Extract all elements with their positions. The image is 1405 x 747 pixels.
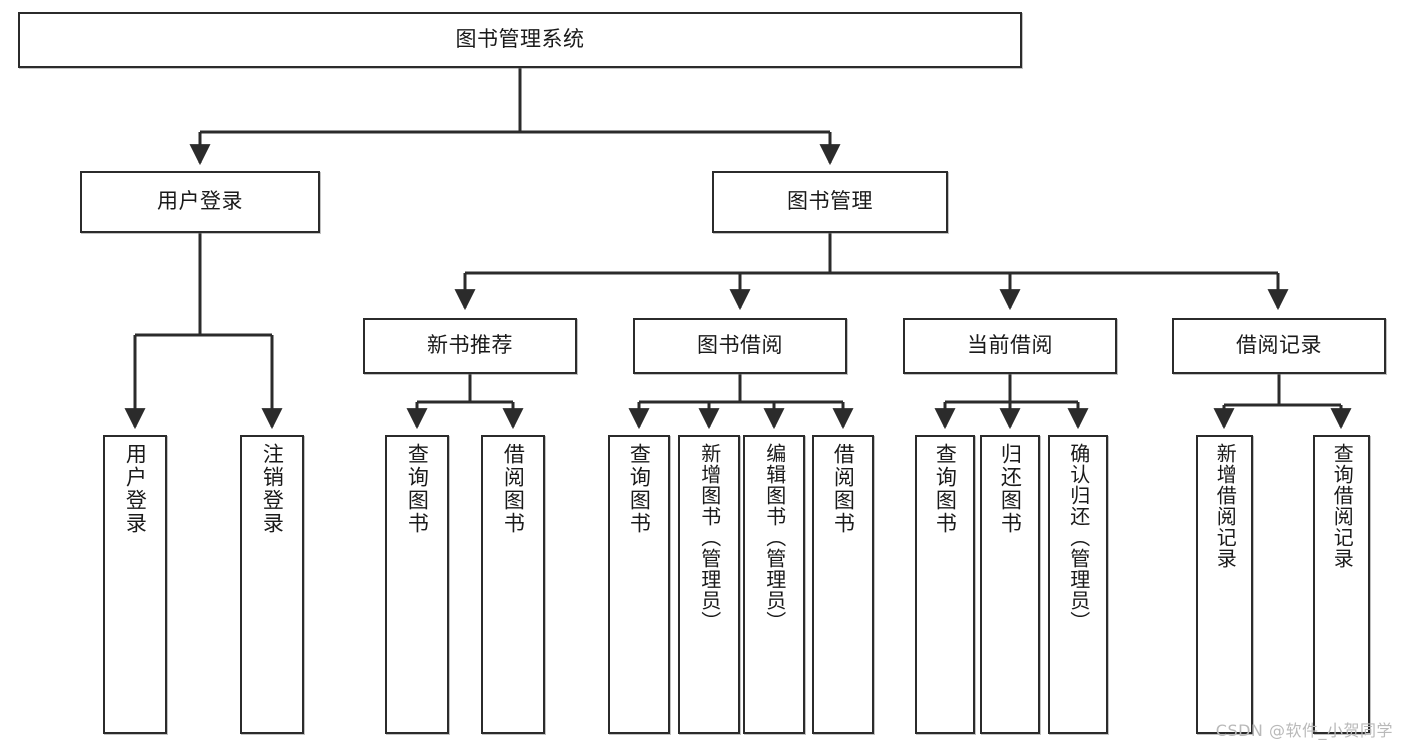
node-new-book-recommend[interactable]: 新书推荐	[363, 318, 577, 374]
leaf-user-login-signin[interactable]: 用户登录	[103, 435, 167, 734]
node-label: 注销登录	[260, 443, 285, 535]
csdn-watermark: CSDN @软件_小贺同学	[1215, 721, 1393, 740]
node-label: 借阅图书	[501, 443, 526, 535]
node-label: 查询图书	[405, 443, 430, 535]
node-borrow-record[interactable]: 借阅记录	[1172, 318, 1386, 374]
leaf-recommend-query-book[interactable]: 查询图书	[385, 435, 449, 734]
node-label: 查询图书	[627, 443, 652, 535]
leaf-current-query-book[interactable]: 查询图书	[915, 435, 975, 734]
leaf-borrow-add-book-admin[interactable]: 新增图书（管理员）	[678, 435, 740, 734]
node-root-system[interactable]: 图书管理系统	[18, 12, 1022, 68]
node-label: 查询借阅记录	[1330, 443, 1355, 569]
leaf-record-add-record[interactable]: 新增借阅记录	[1196, 435, 1253, 734]
node-label: 查询图书	[933, 443, 958, 535]
leaf-current-return-book[interactable]: 归还图书	[980, 435, 1040, 734]
leaf-user-login-logout[interactable]: 注销登录	[240, 435, 304, 734]
node-label: 图书管理	[787, 189, 873, 214]
leaf-borrow-edit-book-admin[interactable]: 编辑图书（管理员）	[743, 435, 805, 734]
node-user-login[interactable]: 用户登录	[80, 171, 320, 233]
node-book-borrow[interactable]: 图书借阅	[633, 318, 847, 374]
node-label: 新增借阅记录	[1213, 443, 1238, 569]
leaf-recommend-borrow-book[interactable]: 借阅图书	[481, 435, 545, 734]
node-label: 借阅图书	[831, 443, 856, 535]
node-current-borrow[interactable]: 当前借阅	[903, 318, 1117, 374]
leaf-current-confirm-return-admin[interactable]: 确认归还（管理员）	[1048, 435, 1108, 734]
node-label: 借阅记录	[1236, 333, 1322, 358]
node-label: 当前借阅	[967, 333, 1053, 358]
leaf-record-query-record[interactable]: 查询借阅记录	[1313, 435, 1370, 734]
leaf-borrow-borrow-book[interactable]: 借阅图书	[812, 435, 874, 734]
node-label: 用户登录	[157, 189, 243, 214]
node-label: 编辑图书（管理员）	[762, 443, 787, 632]
node-label: 归还图书	[998, 443, 1023, 535]
node-book-management[interactable]: 图书管理	[712, 171, 948, 233]
leaf-borrow-query-book[interactable]: 查询图书	[608, 435, 670, 734]
node-label: 确认归还（管理员）	[1066, 443, 1091, 632]
node-label: 新书推荐	[427, 333, 513, 358]
node-label: 新增图书（管理员）	[697, 443, 722, 632]
node-label: 用户登录	[123, 443, 148, 535]
node-label: 图书管理系统	[455, 27, 585, 52]
node-label: 图书借阅	[697, 333, 783, 358]
